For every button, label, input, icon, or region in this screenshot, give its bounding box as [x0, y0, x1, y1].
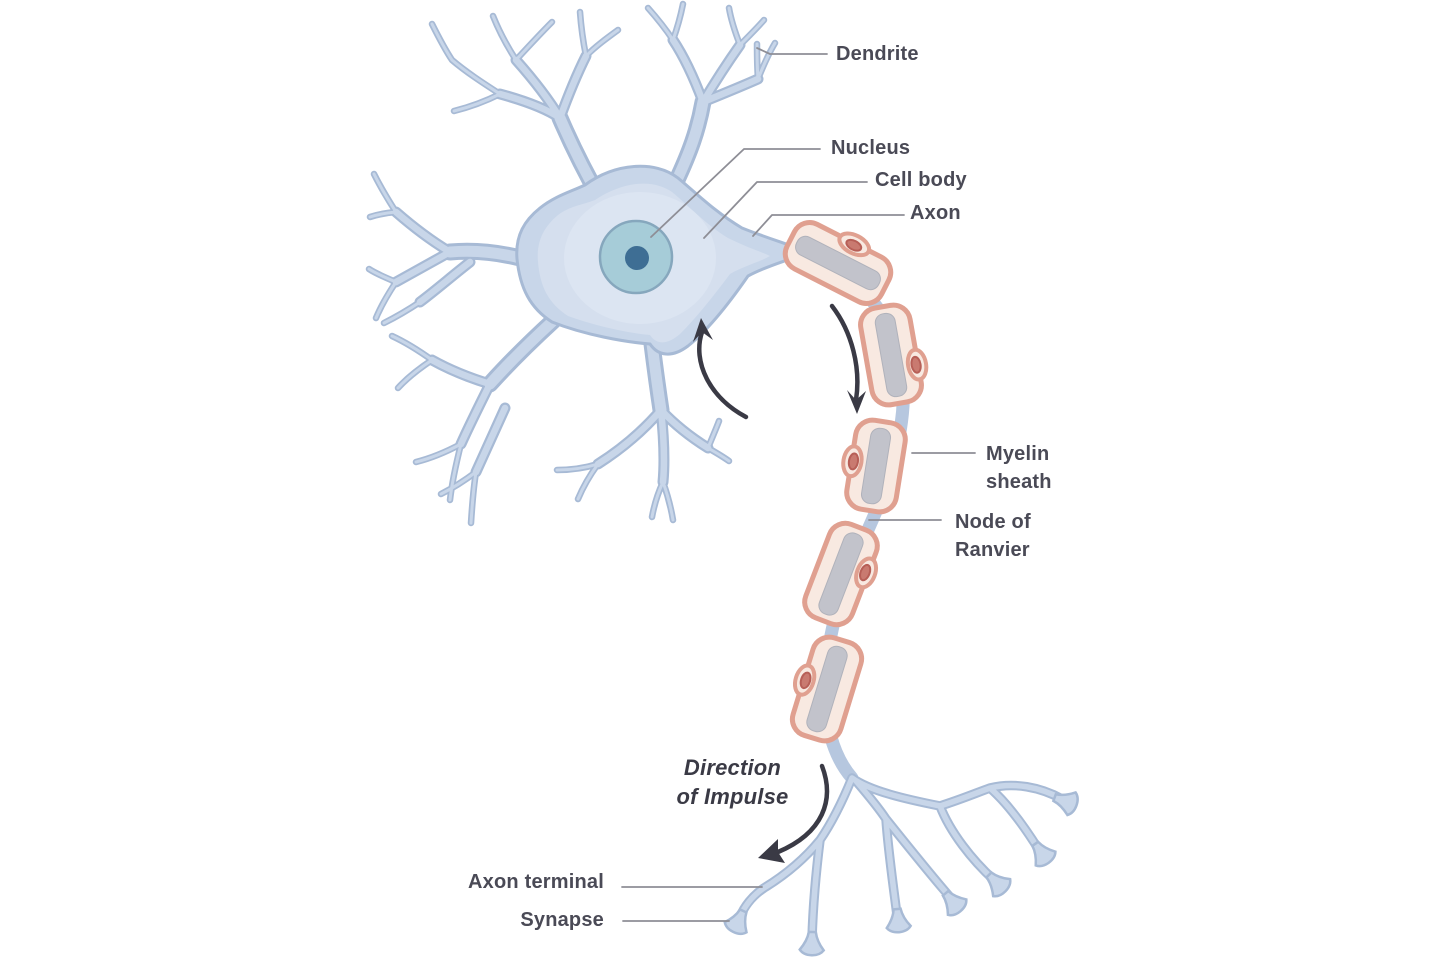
curved-arrow-impulse-icon: [775, 763, 830, 855]
label-axon-terminal: Axon terminal: [468, 871, 604, 893]
leader-cell-body: [703, 181, 868, 239]
label-myelin-sheath: Myelin sheath: [986, 440, 1052, 496]
synapse-bulb: [883, 906, 913, 935]
label-synapse: Synapse: [520, 909, 604, 931]
label-node-line1: Node of: [955, 511, 1031, 533]
leader-nucleus: [650, 148, 821, 238]
schwann-nucleus: [845, 238, 863, 252]
label-axon: Axon: [910, 202, 961, 224]
leader-axon: [752, 214, 905, 237]
label-node-line2: Ranvier: [955, 539, 1030, 561]
label-direction-line1: Direction: [683, 755, 782, 780]
nucleolus-shape: [625, 246, 649, 270]
label-myelin-line2: sheath: [986, 471, 1052, 493]
schwann-nucleus: [859, 563, 872, 582]
leader-lines: [621, 47, 976, 922]
schwann-nucleus: [847, 452, 860, 471]
schwann-nucleus: [799, 671, 812, 690]
label-myelin-line1: Myelin: [986, 443, 1050, 465]
label-nucleus: Nucleus: [831, 137, 911, 159]
cell-body: [515, 164, 809, 356]
label-dendrite: Dendrite: [836, 43, 919, 65]
label-direction-line2: of Impulse: [676, 784, 789, 809]
myelin-segment: [789, 634, 865, 744]
label-direction-of-impulse: Direction of Impulse: [650, 753, 815, 811]
synapse-bulb: [798, 930, 826, 957]
label-node-of-ranvier: Node of Ranvier: [955, 508, 1031, 564]
impulse-arrows: [693, 303, 866, 863]
schwann-nucleus: [910, 355, 922, 374]
myelin-segment: [841, 417, 908, 515]
curved-arrow-down-icon: [829, 303, 860, 403]
arrowhead-down: [847, 390, 866, 414]
axon-terminals: [721, 773, 1082, 957]
myelin-sheath: [782, 220, 929, 744]
arrowhead-up: [693, 318, 713, 342]
myelin-segment: [782, 220, 894, 306]
label-cell-body: Cell body: [875, 169, 967, 191]
myelin-segment: [802, 520, 880, 628]
arrowhead-impulse: [758, 839, 785, 863]
myelin-segment: [858, 302, 929, 408]
dendrites: [365, 0, 779, 527]
curved-arrow-up-icon: [697, 329, 749, 420]
leader-dendrite: [756, 47, 828, 55]
